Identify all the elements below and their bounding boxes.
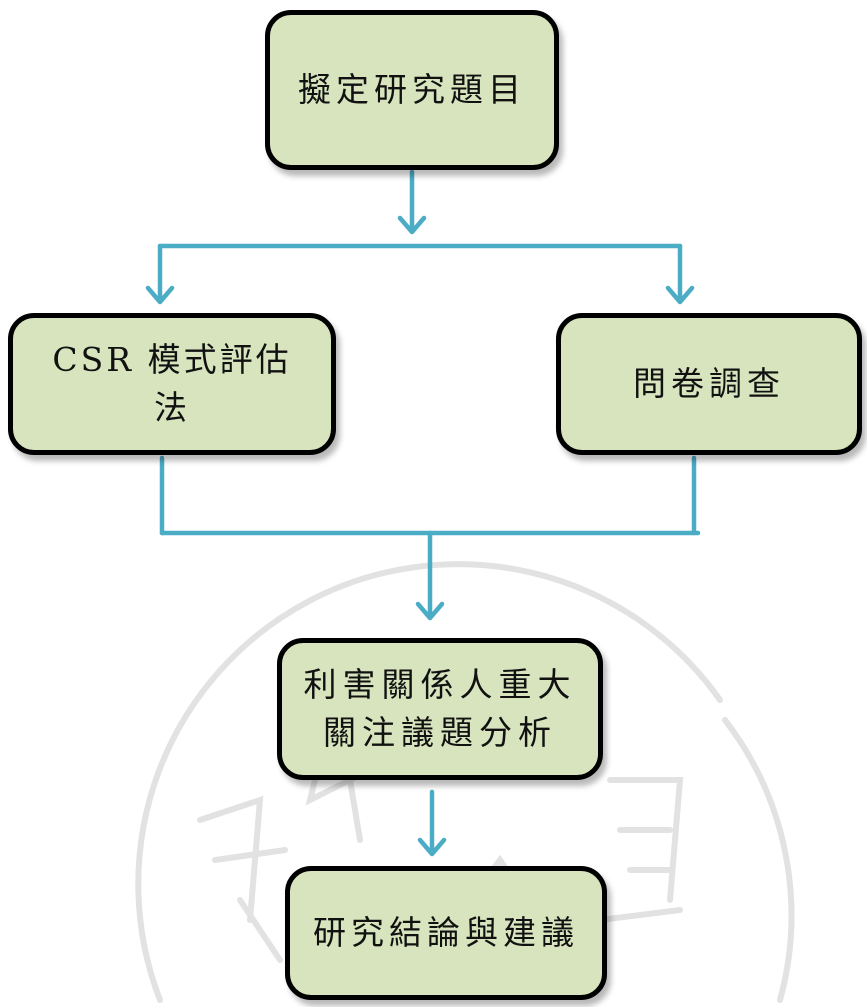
- arrowhead-topic: [397, 215, 427, 235]
- node-csr-evaluation-label: CSR 模式評估 法: [52, 340, 292, 427]
- node-research-topic-label: 擬定研究題目: [298, 70, 526, 110]
- node-conclusion: 研究結論與建議: [285, 866, 607, 1000]
- arrowhead-survey: [665, 285, 695, 305]
- arrowhead-stakeholder: [415, 601, 445, 621]
- arrowhead-csr: [145, 285, 175, 305]
- node-stakeholder-analysis: 利害關係人重大 關注議題分析: [277, 638, 603, 780]
- node-stakeholder-analysis-label: 利害關係人重大 關注議題分析: [303, 665, 577, 752]
- node-questionnaire-survey-label: 問卷調查: [633, 364, 785, 404]
- node-research-topic: 擬定研究題目: [265, 10, 559, 170]
- node-questionnaire-survey: 問卷調查: [556, 313, 862, 455]
- node-csr-evaluation: CSR 模式評估 法: [8, 313, 336, 455]
- node-conclusion-label: 研究結論與建議: [313, 913, 579, 953]
- arrowhead-conclusion: [417, 837, 447, 857]
